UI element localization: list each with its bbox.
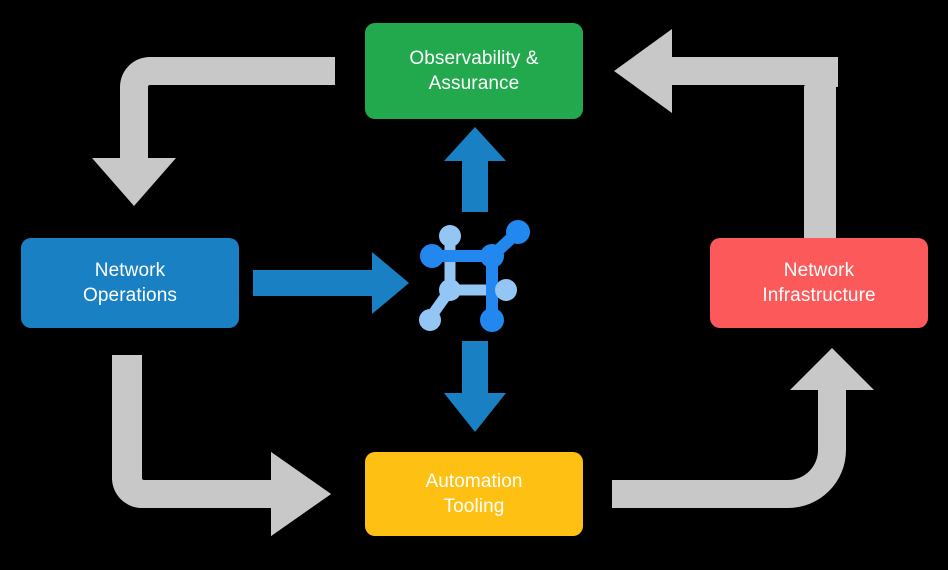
node-observability-assurance[interactable]: Observability & Assurance xyxy=(365,23,583,119)
arrow-elbow-gray-top-left xyxy=(92,57,335,206)
node-observability-label: Observability & Assurance xyxy=(409,47,539,94)
node-infrastructure-label: Network Infrastructure xyxy=(762,259,876,306)
node-network-infrastructure[interactable]: Network Infrastructure xyxy=(710,238,928,328)
node-network-operations[interactable]: Network Operations xyxy=(21,238,239,328)
arrow-right-blue xyxy=(253,252,409,314)
arrow-down-blue xyxy=(444,341,506,432)
node-operations-label: Network Operations xyxy=(83,259,177,306)
arrow-elbow-gray-bottom-left xyxy=(112,355,331,536)
arrow-up-blue xyxy=(444,127,506,212)
node-automation-label: Automation Tooling xyxy=(425,470,523,517)
arrow-elbow-gray-top-right xyxy=(614,29,838,248)
network-topology-icon xyxy=(419,220,530,332)
topology-light-nodes xyxy=(419,225,517,331)
node-automation-tooling[interactable]: Automation Tooling xyxy=(365,452,583,536)
topology-dark-nodes xyxy=(420,220,530,332)
arrow-elbow-gray-bottom-right xyxy=(612,348,874,508)
